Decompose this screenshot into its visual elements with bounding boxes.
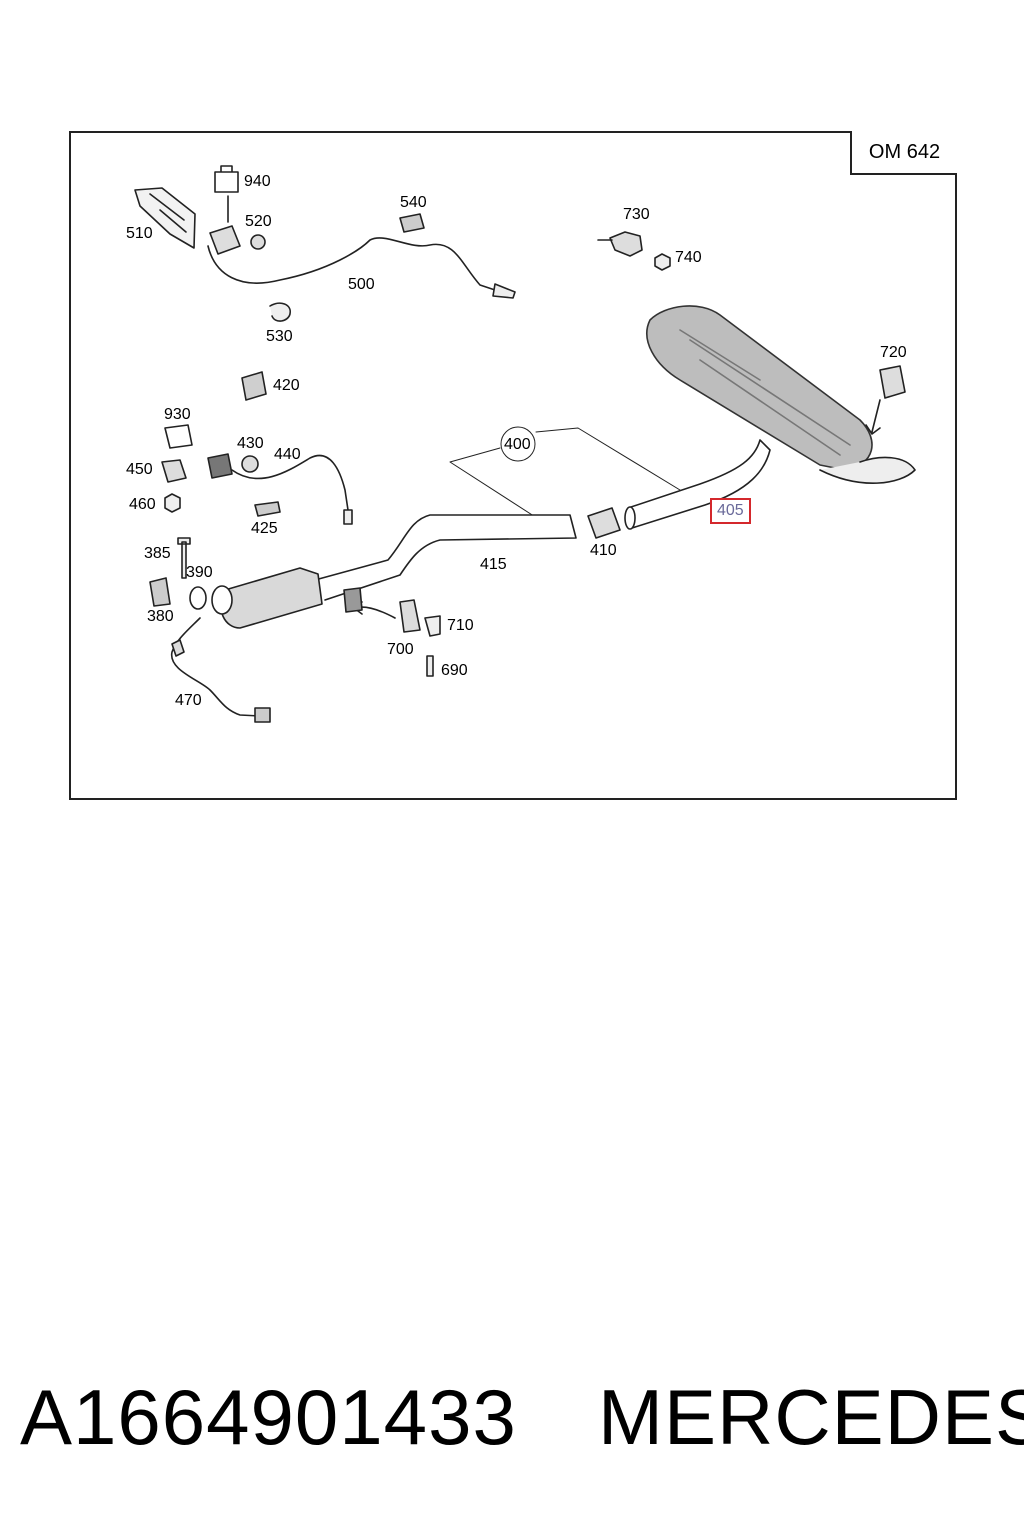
callout-label: 730	[623, 206, 650, 223]
callout-label: 430	[237, 435, 264, 452]
callout-label: 410	[590, 542, 617, 559]
nut-460-part	[164, 493, 181, 513]
clip-425-part	[254, 501, 281, 517]
callout-label: 440	[274, 446, 301, 463]
callout-label: 415	[480, 556, 507, 573]
clamp-410-part	[587, 507, 621, 539]
callout-label: 460	[129, 496, 156, 513]
callout-label: 510	[126, 225, 153, 242]
bracket-450-part	[161, 459, 187, 483]
clip-540-part	[399, 213, 425, 233]
bolt-690-part	[426, 655, 434, 677]
callout-label: 500	[348, 276, 375, 293]
callout-label: 690	[441, 662, 468, 679]
flange-380-part	[149, 577, 171, 607]
callout-label: 385	[144, 545, 171, 562]
callout-label: 530	[266, 328, 293, 345]
nut-740-part	[654, 253, 671, 271]
rear-muffler-part	[646, 305, 916, 484]
bolt-385-part	[177, 537, 191, 579]
mount-420-part	[241, 371, 267, 401]
callout-label: 940	[244, 173, 271, 190]
cover-930-part	[164, 424, 193, 449]
hanger-720-part	[879, 365, 906, 399]
callout-label: 470	[175, 692, 202, 709]
callout-label: 450	[126, 461, 153, 478]
particulate-filter-part	[211, 567, 323, 629]
brand-name: MERCEDES	[598, 1373, 1024, 1461]
callout-label: 520	[245, 213, 272, 230]
callout-label: 710	[447, 617, 474, 634]
pipe-405-part	[624, 439, 771, 530]
part-caption: A1664901433 MERCEDES	[20, 1372, 1024, 1472]
highlighted-callout-405: 405	[710, 498, 751, 524]
seal-390-part	[189, 586, 207, 610]
sensor-500-part	[207, 195, 516, 299]
hanger-700-part	[399, 599, 421, 633]
callout-label: 740	[675, 249, 702, 266]
callout-label: 720	[880, 344, 907, 361]
callout-label: 700	[387, 641, 414, 658]
connector-940-part	[214, 165, 239, 193]
nut-520-part	[250, 234, 266, 250]
callout-label: 425	[251, 520, 278, 537]
callout-label: 540	[400, 194, 427, 211]
bracket-on-pipe	[343, 587, 363, 613]
callout-label: 420	[273, 377, 300, 394]
assembly-400-leaders	[449, 426, 681, 521]
pipe-415-part	[314, 514, 577, 601]
callout-label: 930	[164, 406, 191, 423]
arrow-720	[865, 399, 881, 435]
bracket-710-part	[424, 615, 441, 637]
part-number: A1664901433	[20, 1373, 517, 1461]
callout-label-400: 400	[504, 436, 531, 453]
engine-code-badge: OM 642	[850, 131, 957, 175]
clamp-530-part	[269, 302, 291, 322]
bracket-510-part	[134, 187, 196, 249]
callout-label: 390	[186, 564, 213, 581]
sensor-440-part	[207, 453, 353, 525]
sensor-470-part	[171, 617, 271, 723]
callout-label: 380	[147, 608, 174, 625]
holder-730-part	[597, 231, 643, 257]
